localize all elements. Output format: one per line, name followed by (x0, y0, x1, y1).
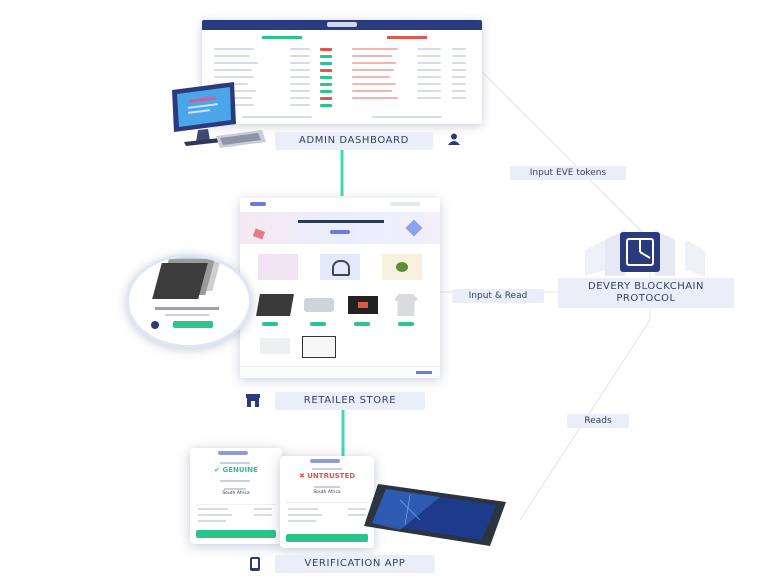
dashboard-table-title-left (262, 36, 302, 39)
edge-label-input-read: Input & Read (452, 289, 544, 303)
storefront-icon (246, 394, 260, 407)
dashboard-pagination-right (372, 116, 442, 118)
connector-admin-protocol (479, 69, 651, 241)
protocol-label-line2: PROTOCOL (616, 293, 676, 304)
genuine-phone-screen: ✔ GENUINE South Africa (190, 448, 282, 544)
dashboard-logo (327, 22, 357, 27)
untrusted-status: UNTRUSTED (307, 472, 356, 480)
product-zoom-callout (126, 254, 252, 348)
admin-dashboard-label: ADMIN DASHBOARD (275, 132, 433, 150)
untrusted-phone-screen: ✖ UNTRUSTED South Africa (280, 456, 374, 548)
store-hero-banner (240, 212, 440, 244)
untrusted-origin: South Africa (313, 490, 341, 495)
mobile-phone-icon (250, 557, 260, 571)
edge-label-input-eve: Input EVE tokens (510, 166, 626, 180)
desktop-computer-icon (172, 82, 266, 148)
retailer-store-screenshot (240, 198, 440, 378)
store-logo (250, 202, 266, 206)
protocol-label-line1: DEVERY BLOCKCHAIN (588, 281, 704, 292)
protocol-label: DEVERY BLOCKCHAIN PROTOCOL (558, 278, 734, 308)
retailer-store-label: RETAILER STORE (275, 392, 425, 410)
user-icon (448, 133, 460, 145)
dashboard-pagination-left (242, 116, 312, 118)
smartphone-illustration (364, 484, 506, 546)
blockchain-cube-icon (585, 230, 705, 276)
dashboard-table-title-right (387, 36, 427, 39)
genuine-status: GENUINE (222, 466, 258, 474)
verification-app-label: VERIFICATION APP (275, 555, 435, 573)
genuine-origin: South Africa (222, 491, 250, 496)
edge-label-reads: Reads (567, 414, 629, 428)
store-footer (240, 366, 440, 378)
store-search-bar[interactable] (390, 202, 420, 206)
admin-dashboard-screenshot (202, 20, 482, 124)
